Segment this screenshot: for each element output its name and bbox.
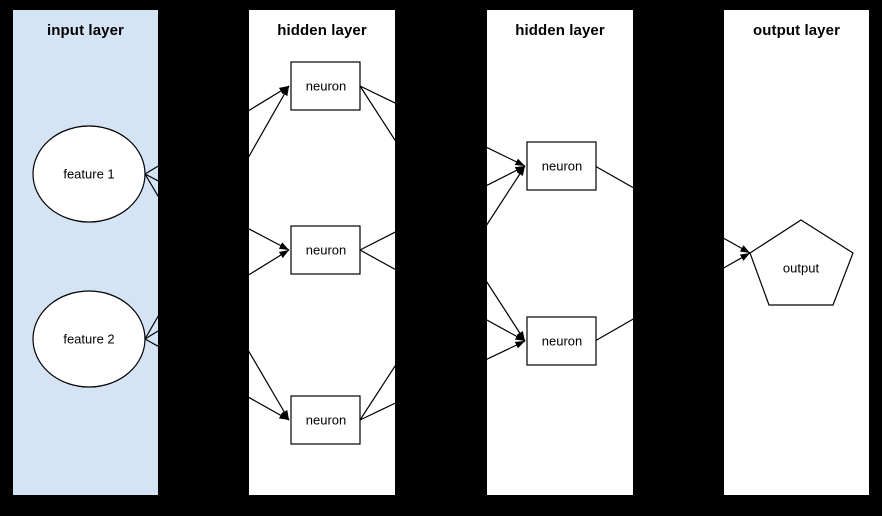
node-output-pentagon[interactable] (749, 219, 854, 306)
layer-title-hidden-1: hidden layer (277, 22, 367, 39)
hidden-1-layer-shapes (249, 61, 395, 445)
output-layer-shapes (724, 219, 854, 306)
node-feature-2[interactable] (32, 290, 146, 388)
node-hidden-1-neuron-3[interactable] (290, 395, 361, 445)
layer-panel-output: output layer output (724, 10, 869, 495)
input-layer-shapes (32, 125, 158, 388)
layer-title-input: input layer (47, 22, 124, 39)
node-hidden-2-neuron-2[interactable] (526, 316, 597, 366)
layer-title-output: output layer (752, 22, 841, 39)
layer-panel-hidden-1: hidden layer neur (249, 10, 395, 495)
node-hidden-1-neuron-2[interactable] (290, 225, 361, 275)
layer-panel-input: input layer feature 1 feature 2 (13, 10, 158, 495)
node-hidden-2-neuron-1[interactable] (526, 141, 597, 191)
hidden-2-layer-shapes (487, 141, 633, 366)
layer-title-hidden-2: hidden layer (515, 22, 605, 39)
node-hidden-1-neuron-1[interactable] (290, 61, 361, 111)
layer-panel-hidden-2: hidden layer neuron neuron (487, 10, 633, 495)
node-feature-1[interactable] (32, 125, 146, 223)
